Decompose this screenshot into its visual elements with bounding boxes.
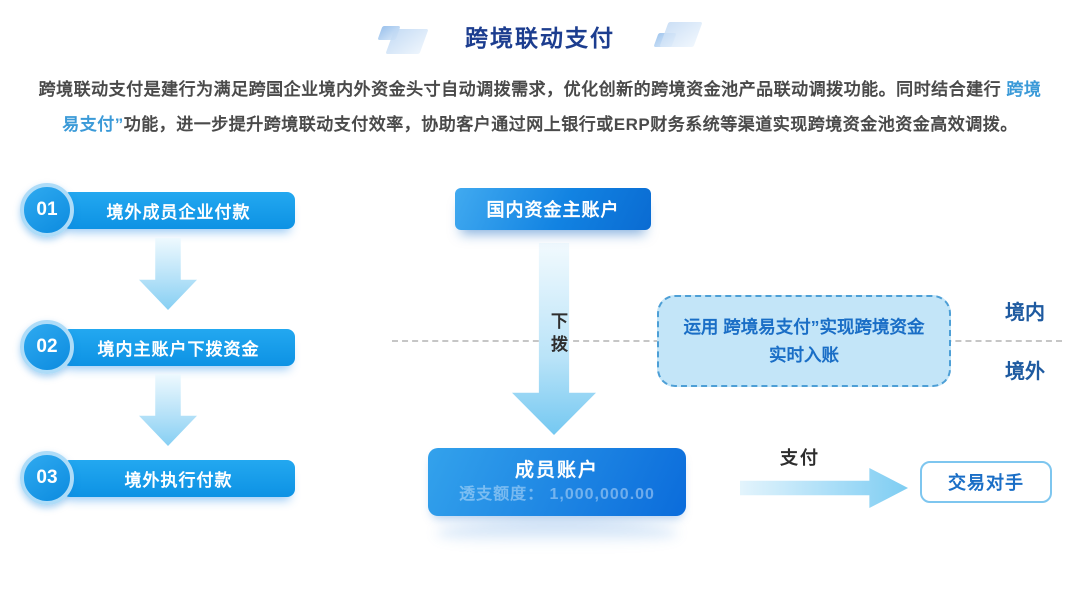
- domestic-master-account-node: 国内资金主账户: [455, 188, 651, 230]
- step-3-pill: 境外执行付款: [62, 460, 295, 497]
- step-2-number-badge: 02: [20, 320, 74, 374]
- region-label-overseas: 境外: [1005, 361, 1045, 383]
- member-account-title: 成员账户: [514, 460, 599, 481]
- pay-arrow-label: 支付: [780, 448, 820, 468]
- step-3-number: 03: [36, 467, 58, 488]
- step-3-label: 境外执行付款: [124, 471, 233, 490]
- title-decoration-left-icon: [377, 24, 429, 56]
- region-label-domestic: 境内: [1005, 302, 1045, 324]
- member-account-overdraft-limit: 透支额度： 1,000,000.00: [459, 486, 655, 503]
- step-1-pill: 境外成员企业付款: [62, 192, 295, 229]
- intro-highlight-2: 易支付”: [62, 115, 124, 134]
- counterparty-node: 交易对手: [920, 461, 1052, 503]
- step-1-label: 境外成员企业付款: [106, 203, 251, 222]
- intro-line-2: 易支付”功能，进一步提升跨境联动支付效率，协助客户通过网上银行或ERP财务系统等…: [30, 107, 1050, 142]
- step-2-number: 02: [36, 336, 58, 357]
- down-arrow-icon: [139, 238, 197, 310]
- step-1-number-badge: 01: [20, 183, 74, 237]
- step-2-label: 境内主账户下拨资金: [97, 340, 260, 359]
- cross-border-epay-note: 运用 跨境易支付”实现跨境资金实时入账: [657, 295, 951, 387]
- counterparty-label: 交易对手: [948, 473, 1024, 493]
- allocate-arrow-label: 下拨: [548, 312, 567, 358]
- down-arrow-icon: [139, 374, 197, 446]
- header: 跨境联动支付: [0, 20, 1080, 60]
- domestic-master-account-label: 国内资金主账户: [486, 200, 620, 220]
- pay-right-arrow-icon: [740, 468, 908, 508]
- intro-highlight-1: 跨境: [1006, 80, 1042, 99]
- intro-line-1: 跨境联动支付是建行为满足跨国企业境内外资金头寸自动调拨需求，优化创新的跨境资金池…: [30, 72, 1050, 107]
- intro-text-2: 功能，进一步提升跨境联动支付效率，协助客户通过网上银行或ERP财务系统等渠道实现…: [123, 115, 1018, 134]
- member-box-reflection: [436, 521, 678, 545]
- step-3-number-badge: 03: [20, 451, 74, 505]
- intro-text-1: 跨境联动支付是建行为满足跨国企业境内外资金头寸自动调拨需求，优化创新的跨境资金池…: [38, 80, 1007, 99]
- title-decoration-right-icon: [642, 21, 703, 53]
- step-2-pill: 境内主账户下拨资金: [62, 329, 295, 366]
- member-account-node: 成员账户 透支额度： 1,000,000.00: [428, 448, 686, 516]
- step-1-number: 01: [36, 199, 58, 220]
- page-title: 跨境联动支付: [465, 25, 615, 51]
- intro-paragraph: 跨境联动支付是建行为满足跨国企业境内外资金头寸自动调拨需求，优化创新的跨境资金池…: [30, 72, 1050, 142]
- note-text: 运用 跨境易支付”实现跨境资金实时入账: [683, 317, 925, 365]
